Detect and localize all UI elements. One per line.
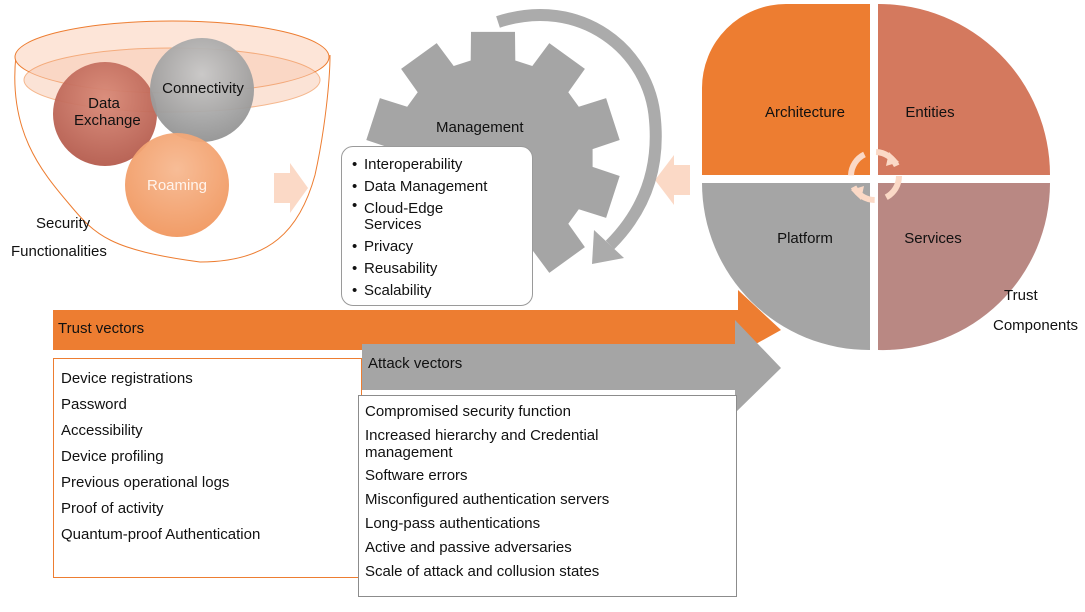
attack-vectors-title: Attack vectors [368, 355, 463, 372]
trust-vector-item: Proof of activity [61, 500, 164, 517]
management-item: Data Management [352, 176, 526, 198]
trust-vector-item: Accessibility [61, 422, 143, 439]
trust-vector-item: Quantum-proof Authentication [61, 526, 261, 543]
attack-vector-item: Misconfigured authentication servers [365, 491, 610, 508]
funnel-item-connectivity: Connectivity [162, 80, 244, 97]
left-arrow-icon [655, 155, 690, 205]
trust-vector-item: Previous operational logs [61, 474, 230, 491]
connectivity-sphere [150, 38, 254, 142]
quadrant-services: Services [904, 230, 962, 247]
trust-vectors-list: Device registrations Password Accessibil… [53, 358, 362, 578]
management-list-box: Interoperability Data Management Cloud-E… [341, 146, 533, 306]
trust-components-caption-line2: Components [993, 317, 1079, 334]
attack-vector-item: Active and passive adversaries [365, 539, 572, 556]
attack-vector-item: Compromised security function [365, 403, 571, 420]
quadrant-platform: Platform [777, 230, 833, 247]
security-caption-line2: Functionalities [11, 243, 107, 260]
trust-components-caption-line1: Trust [1004, 287, 1038, 304]
quadrant-architecture: Architecture [764, 104, 846, 121]
funnel-item-data-exchange: Data Exchange [74, 95, 141, 129]
attack-vectors-list: Compromised security function Increased … [358, 395, 737, 597]
security-caption-line1: Security [36, 215, 91, 232]
management-item: Reusability [352, 258, 526, 280]
attack-vector-item: Long-pass authentications [365, 515, 541, 532]
management-item: Interoperability [352, 154, 526, 176]
trust-vectors-title: Trust vectors [58, 320, 145, 337]
management-item: Scalability [352, 280, 526, 302]
cycle-arrow-icon [592, 230, 624, 264]
data-exchange-sphere [53, 62, 157, 166]
attack-vector-item: Software errors [365, 467, 468, 484]
management-item: Privacy [352, 236, 526, 258]
attack-vector-item: Scale of attack and collusion states [365, 563, 600, 580]
quadrant-entities: Entities [905, 104, 955, 121]
funnel-item-roaming: Roaming [146, 177, 208, 194]
right-arrow-icon [274, 163, 308, 213]
trust-vector-item: Device profiling [61, 448, 164, 465]
attack-vectors-arrow [362, 320, 781, 413]
attack-vector-item: Increased hierarchy and Credential manag… [365, 427, 599, 461]
trust-vectors-arrow [53, 290, 781, 354]
trust-vector-item: Device registrations [61, 370, 193, 387]
roaming-sphere [125, 133, 229, 237]
management-title: Management [436, 119, 524, 136]
trust-vector-item: Password [61, 396, 127, 413]
management-item: Cloud-Edge Services [352, 198, 474, 236]
trust-components-circle [701, 3, 1050, 351]
